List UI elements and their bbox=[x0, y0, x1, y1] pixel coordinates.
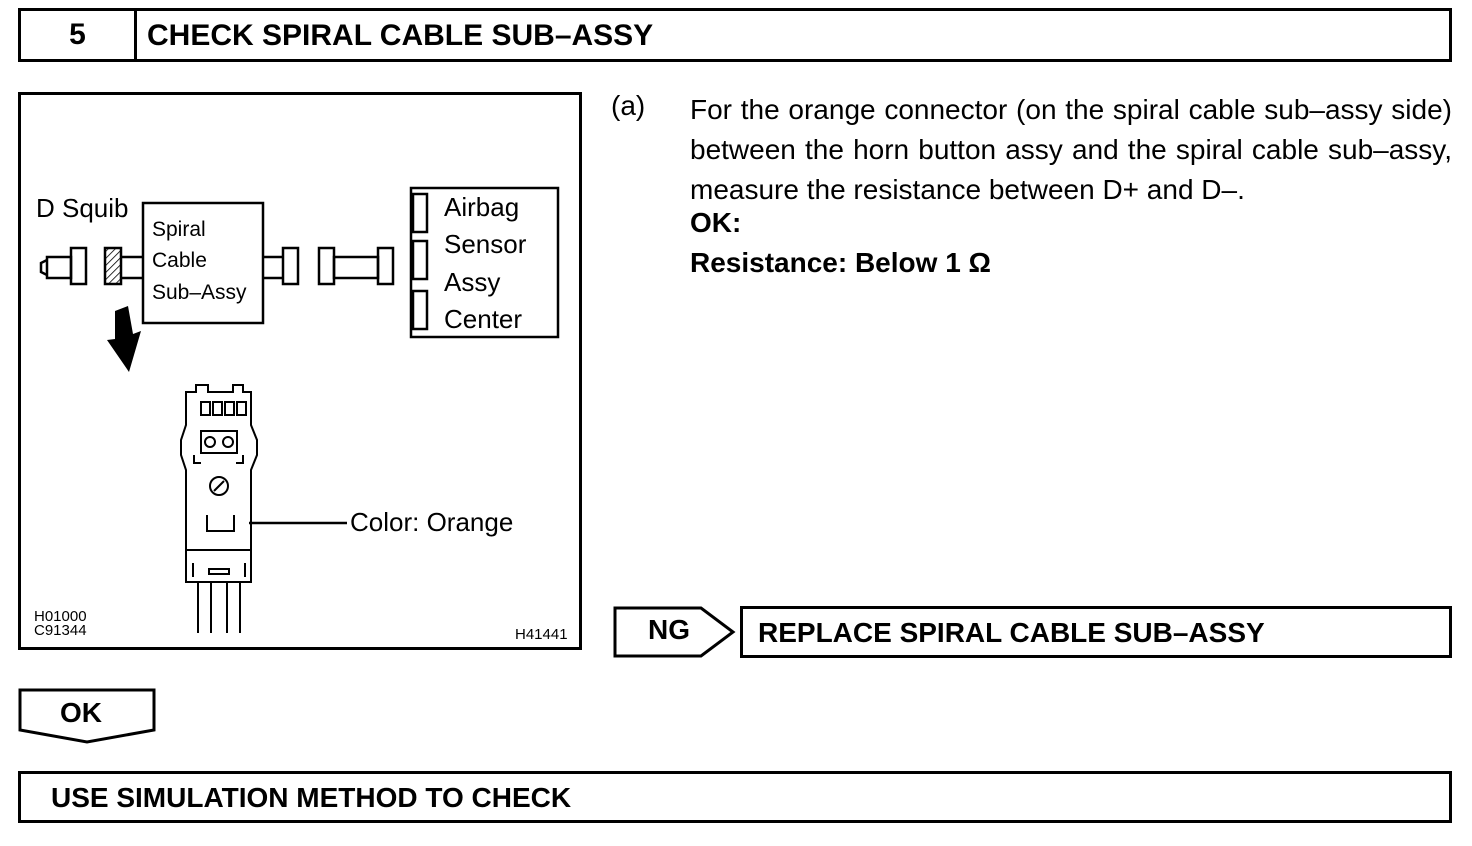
squib-plug-tip bbox=[39, 258, 48, 277]
ng-action-box: REPLACE SPIRAL CABLE SUB–ASSY bbox=[740, 606, 1452, 658]
airbag-label-line4: Center bbox=[444, 304, 523, 334]
final-action-text: USE SIMULATION METHOD TO CHECK bbox=[51, 782, 572, 813]
airbag-label-line3: Assy bbox=[444, 267, 501, 297]
airbag-sensor-box bbox=[409, 186, 560, 339]
step-number: 5 bbox=[21, 11, 137, 59]
wiring-illustration: D Squib Spiral Cable Sub–Assy Airbag Sen… bbox=[18, 92, 582, 650]
ref-code-right: H41441 bbox=[515, 626, 568, 643]
final-action-box: USE SIMULATION METHOD TO CHECK bbox=[18, 771, 1452, 823]
ok-arrow-shape bbox=[18, 688, 156, 744]
step-header: 5 CHECK SPIRAL CABLE SUB–ASSY bbox=[18, 8, 1452, 62]
connector-diagram bbox=[39, 186, 560, 633]
spiral-cable-label-line1: Spiral bbox=[152, 218, 206, 241]
squib-connector bbox=[69, 246, 88, 286]
hatched-connector bbox=[103, 246, 123, 286]
squib-plug bbox=[45, 255, 73, 280]
ok-flow-label: OK bbox=[60, 697, 102, 728]
step-title: CHECK SPIRAL CABLE SUB–ASSY bbox=[147, 19, 654, 52]
resistance-spec: Resistance: Below 1 Ω bbox=[690, 247, 991, 278]
d-squib-label: D Squib bbox=[36, 193, 129, 223]
ref-code-1: H01000 bbox=[34, 608, 87, 625]
ref-code-2: C91344 bbox=[34, 622, 87, 639]
orange-connector-icon bbox=[180, 384, 258, 633]
ng-action-text: REPLACE SPIRAL CABLE SUB–ASSY bbox=[758, 617, 1265, 648]
instruction-marker: (a) bbox=[611, 90, 646, 121]
airbag-label-line2: Sensor bbox=[444, 229, 527, 259]
ok-criteria-label: OK: bbox=[690, 207, 742, 238]
ng-label: NG bbox=[648, 614, 690, 645]
airbag-label-line1: Airbag bbox=[444, 192, 520, 222]
spiral-cable-label-line2: Cable bbox=[152, 249, 207, 272]
instruction-text: For the orange connector (on the spiral … bbox=[690, 94, 1452, 205]
spiral-cable-box bbox=[141, 201, 265, 325]
spiral-cable-label-line3: Sub–Assy bbox=[152, 281, 247, 304]
color-note: Color: Orange bbox=[350, 507, 514, 537]
ng-arrow-shape bbox=[613, 606, 736, 658]
down-arrow-icon bbox=[107, 306, 141, 372]
